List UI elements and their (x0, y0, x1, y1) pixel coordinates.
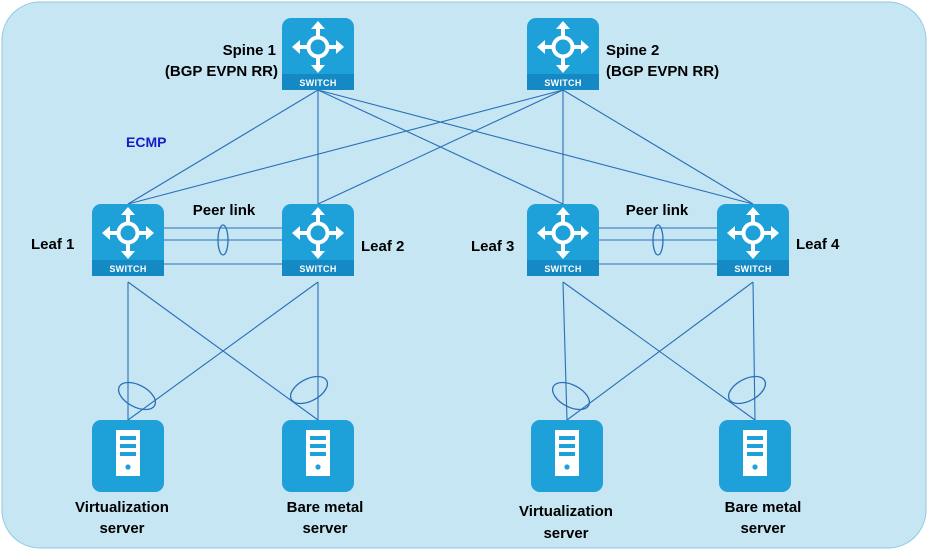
server-icon (282, 420, 354, 492)
leaf-4-switch[interactable]: SWITCH (715, 202, 791, 278)
leaf-1-label: Leaf 1 (31, 236, 74, 253)
leaf-server-links (127, 281, 756, 421)
spine-1-name: Spine 1 (223, 42, 276, 59)
spine-2-switch[interactable]: SWITCH (525, 16, 601, 92)
server-3-virtualization[interactable] (531, 420, 603, 492)
switch-badge-label: SWITCH (299, 78, 336, 88)
spine-1-role: (BGP EVPN RR) (165, 63, 278, 80)
peer-link-label-right: Peer link (626, 202, 689, 219)
spine-2-role: (BGP EVPN RR) (606, 63, 719, 80)
server-lag-ellipses (117, 375, 767, 411)
leaf-2-label: Leaf 2 (361, 238, 404, 255)
server-3-label-line1: Virtualization (519, 503, 613, 520)
server-3-label-line2: server (543, 525, 588, 542)
leaf-2-switch[interactable]: SWITCH (280, 202, 356, 278)
server-2-bare-metal[interactable] (282, 420, 354, 492)
leaf-4-label: Leaf 4 (796, 236, 840, 253)
leaf-1-switch[interactable]: SWITCH (90, 202, 166, 278)
leaf-3-switch[interactable]: SWITCH (525, 202, 601, 278)
switch-badge-label: SWITCH (734, 264, 771, 274)
ecmp-label: ECMP (126, 134, 166, 150)
switch-badge-label: SWITCH (299, 264, 336, 274)
server-4-bare-metal[interactable] (719, 420, 791, 492)
leaf-3-label: Leaf 3 (471, 238, 514, 255)
spine-leaf-links (127, 89, 754, 205)
server-1-label-line1: Virtualization (75, 499, 169, 516)
server-4-label-line2: server (740, 520, 785, 537)
server-4-label-line1: Bare metal (725, 499, 802, 516)
switch-badge-label: SWITCH (109, 264, 146, 274)
switch-badge-label: SWITCH (544, 78, 581, 88)
peer-link-label-left: Peer link (193, 202, 256, 219)
server-icon (531, 420, 603, 492)
server-2-label-line1: Bare metal (287, 499, 364, 516)
switch-badge-label: SWITCH (544, 264, 581, 274)
server-icon (719, 420, 791, 492)
server-icon (92, 420, 164, 492)
server-1-virtualization[interactable] (92, 420, 164, 492)
server-1-label-line2: server (99, 520, 144, 537)
peer-link-lines-left (164, 224, 282, 265)
peer-link-lines-right (599, 224, 717, 265)
server-2-label-line2: server (302, 520, 347, 537)
spine-1-switch[interactable]: SWITCH (280, 16, 356, 92)
spine-2-name: Spine 2 (606, 42, 659, 59)
